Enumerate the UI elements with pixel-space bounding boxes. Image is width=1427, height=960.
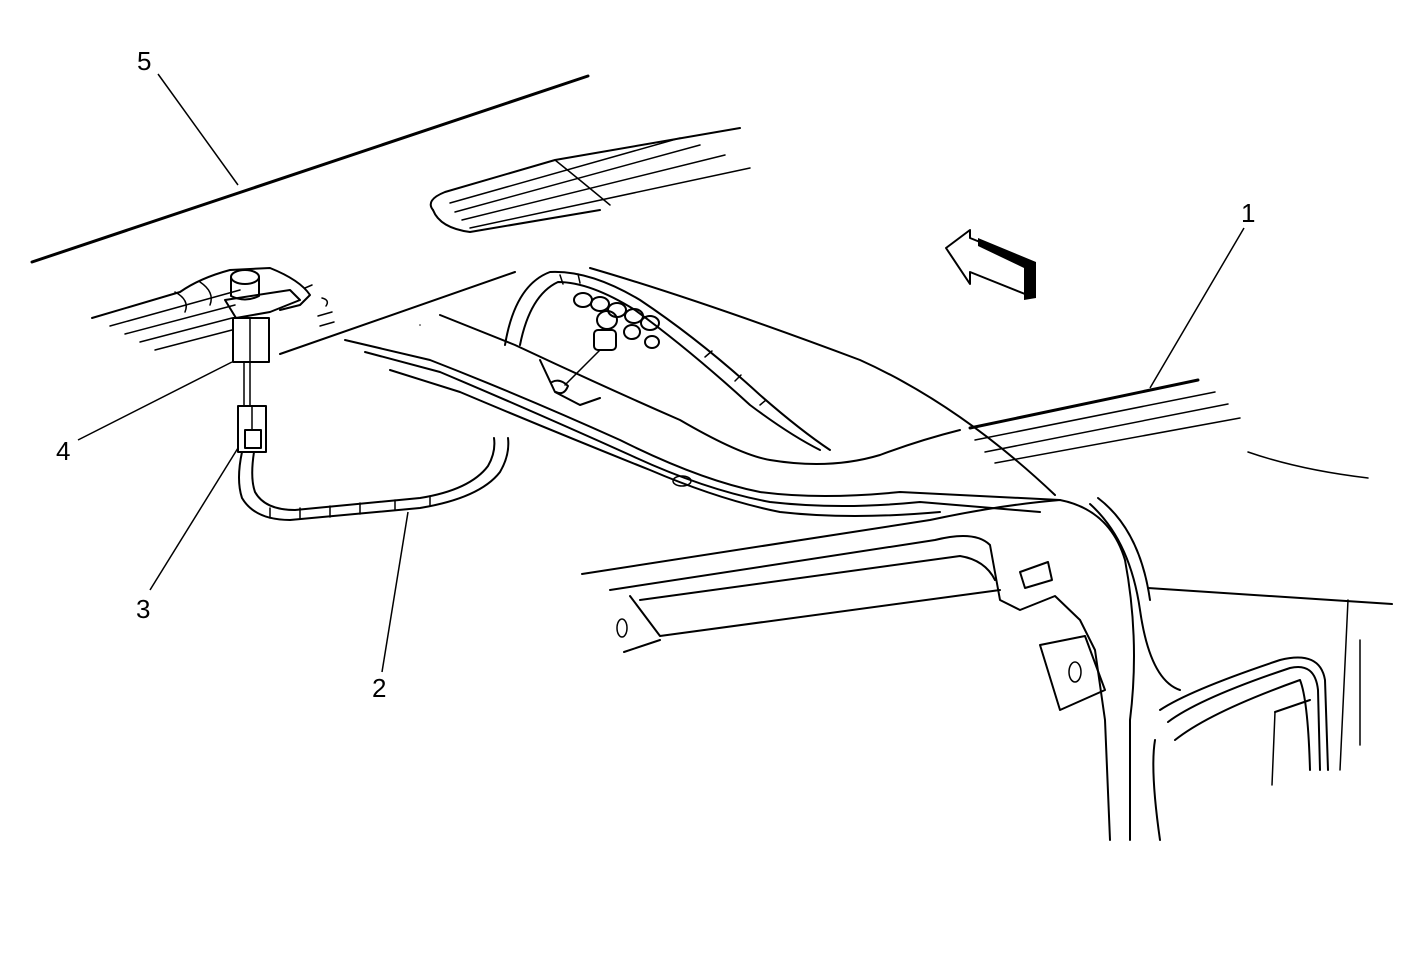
roof-panel-edge bbox=[30, 74, 590, 264]
callout-leaders bbox=[77, 73, 1245, 673]
overhead-console-ribs bbox=[429, 127, 751, 233]
leader-5 bbox=[157, 73, 239, 186]
callout-2: 2 bbox=[372, 673, 386, 703]
leader-1 bbox=[1149, 227, 1245, 389]
windshield-header bbox=[344, 314, 1061, 517]
harness-drop-wire bbox=[243, 361, 251, 407]
callout-labels: 5 1 4 3 2 bbox=[56, 46, 1255, 703]
callout-3: 3 bbox=[136, 594, 150, 624]
door-opening-frame bbox=[581, 497, 1181, 841]
wiring-harness bbox=[238, 437, 510, 521]
leader-3 bbox=[149, 447, 239, 591]
harness-connector bbox=[237, 405, 267, 453]
callout-5: 5 bbox=[137, 46, 151, 76]
right-roof-ribs bbox=[968, 378, 1369, 479]
connector-bracket bbox=[224, 269, 301, 363]
left-roof-ribs bbox=[91, 267, 516, 355]
arrow-forward-icon bbox=[945, 229, 1036, 300]
leader-2 bbox=[381, 511, 409, 673]
rear-window-frame bbox=[1147, 587, 1393, 841]
callout-1: 1 bbox=[1241, 198, 1255, 228]
callout-4: 4 bbox=[56, 436, 70, 466]
overhead-connector-cluster bbox=[539, 292, 660, 406]
leader-4 bbox=[77, 361, 233, 441]
